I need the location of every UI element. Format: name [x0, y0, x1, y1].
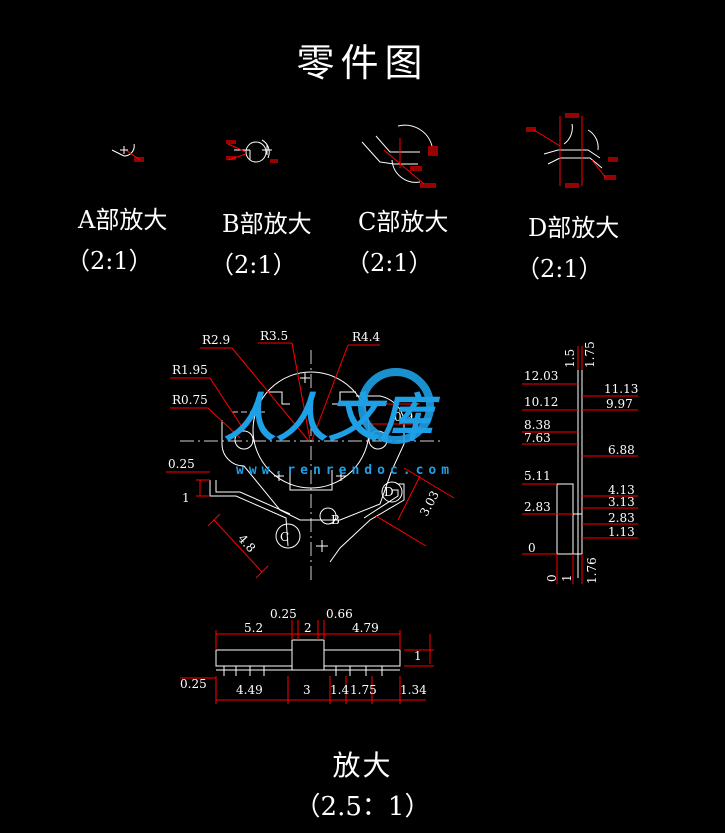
detail-a-caption: A部放大 （2:1） — [66, 200, 168, 276]
radius-label-r35: R3.5 — [260, 329, 288, 343]
detail-a-label: A部放大 — [78, 206, 168, 234]
dim-label-303: 3.03 — [417, 488, 442, 518]
bottom-top-2: 2 — [304, 621, 312, 635]
side-top-15: 1.5 — [563, 349, 577, 368]
dim-label-1: 1 — [182, 491, 190, 505]
dim-label-48: 4.8 — [235, 532, 258, 556]
bottom-bottom-175: 1.75 — [350, 683, 377, 697]
side-bottom-0: 0 — [545, 574, 559, 582]
bottom-bottom-3: 3 — [303, 683, 311, 697]
detail-d-caption: D部放大 （2:1） — [516, 208, 620, 284]
side-right-283: 2.83 — [608, 511, 635, 525]
side-right-1113: 11.13 — [604, 382, 638, 396]
radius-label-r44: R4.4 — [352, 330, 380, 344]
bottom-view: 0.25 0.66 5.2 2 4.79 0.25 4.49 3 1.4 1.7… — [180, 607, 434, 704]
dim-label-09: 0.9 — [394, 410, 413, 424]
side-view: 12.03 10.12 8.38 7.63 5.11 2.83 0 11.13 … — [522, 341, 638, 584]
radius-label-r195: R1.95 — [172, 363, 208, 377]
bottom-top-479: 4.79 — [352, 621, 379, 635]
radius-label-r29: R2.9 — [202, 333, 230, 347]
side-right-413: 4.13 — [608, 483, 635, 497]
letter-b: B — [331, 513, 340, 527]
detail-d-label: D部放大 — [528, 214, 620, 242]
side-right-688: 6.88 — [608, 443, 635, 457]
footer-label: 放大 — [332, 749, 393, 782]
side-top-175: 1.75 — [583, 341, 597, 368]
detail-d-scale: （2:1） — [516, 255, 603, 283]
bottom-top-52: 5.2 — [244, 621, 263, 635]
detail-b-caption: B部放大 （2:1） — [210, 204, 312, 280]
side-left-0: 0 — [528, 541, 536, 555]
bottom-top-025: 0.25 — [270, 607, 297, 621]
dim-label-025: 0.25 — [168, 457, 195, 471]
watermark-url: www.renrendoc.com — [236, 463, 454, 478]
detail-c-scale: （2:1） — [346, 249, 433, 277]
bottom-bottom-14: 1.4 — [330, 683, 349, 697]
side-left-1203: 12.03 — [524, 369, 558, 383]
bottom-top-066: 0.66 — [326, 607, 353, 621]
side-bottom-1: 1 — [560, 574, 574, 582]
side-left-1012: 10.12 — [524, 395, 558, 409]
detail-b-label: B部放大 — [222, 210, 312, 238]
bottom-right-1: 1 — [414, 649, 422, 663]
main-view: R2.9 R3.5 R4.4 R1.95 R0.75 0.25 1 4.8 3.… — [166, 329, 455, 580]
detail-a-view — [111, 143, 144, 162]
side-left-511: 5.11 — [524, 469, 551, 483]
detail-c-caption: C部放大 （2:1） — [346, 202, 449, 278]
side-right-113: 1.13 — [608, 525, 635, 539]
watermark: 人人文库 www.renrendoc.com — [224, 368, 454, 478]
letter-c: C — [280, 530, 289, 544]
side-left-763: 7.63 — [524, 431, 551, 445]
detail-d-view — [526, 113, 618, 188]
watermark-logo-text: 人人文库 — [224, 389, 441, 449]
detail-b-scale: （2:1） — [210, 251, 297, 279]
side-left-838: 8.38 — [524, 418, 551, 432]
detail-c-view — [361, 124, 438, 188]
detail-c-label: C部放大 — [358, 208, 449, 236]
radius-label-r075: R0.75 — [172, 393, 208, 407]
page-title: 零件图 — [296, 41, 429, 85]
detail-b-view — [226, 139, 278, 163]
watermark-ring — [358, 368, 434, 444]
side-left-283: 2.83 — [524, 500, 551, 514]
side-right-997: 9.97 — [606, 397, 633, 411]
bottom-bottom-025: 0.25 — [180, 677, 207, 691]
side-right-313: 3.13 — [608, 495, 635, 509]
detail-a-scale: （2:1） — [66, 247, 153, 275]
footer-scale: （2.5：1） — [294, 792, 431, 822]
bottom-bottom-449: 4.49 — [236, 683, 263, 697]
letter-d: D — [384, 485, 394, 499]
side-bottom-176: 1.76 — [585, 557, 599, 584]
bottom-bottom-134: 1.34 — [400, 683, 427, 697]
